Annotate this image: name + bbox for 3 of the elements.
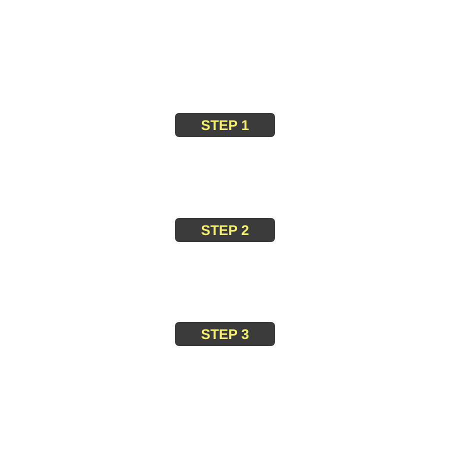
step-label: STEP 3: [201, 326, 249, 342]
step-label: STEP 1: [201, 117, 249, 133]
step-label: STEP 2: [201, 222, 249, 238]
